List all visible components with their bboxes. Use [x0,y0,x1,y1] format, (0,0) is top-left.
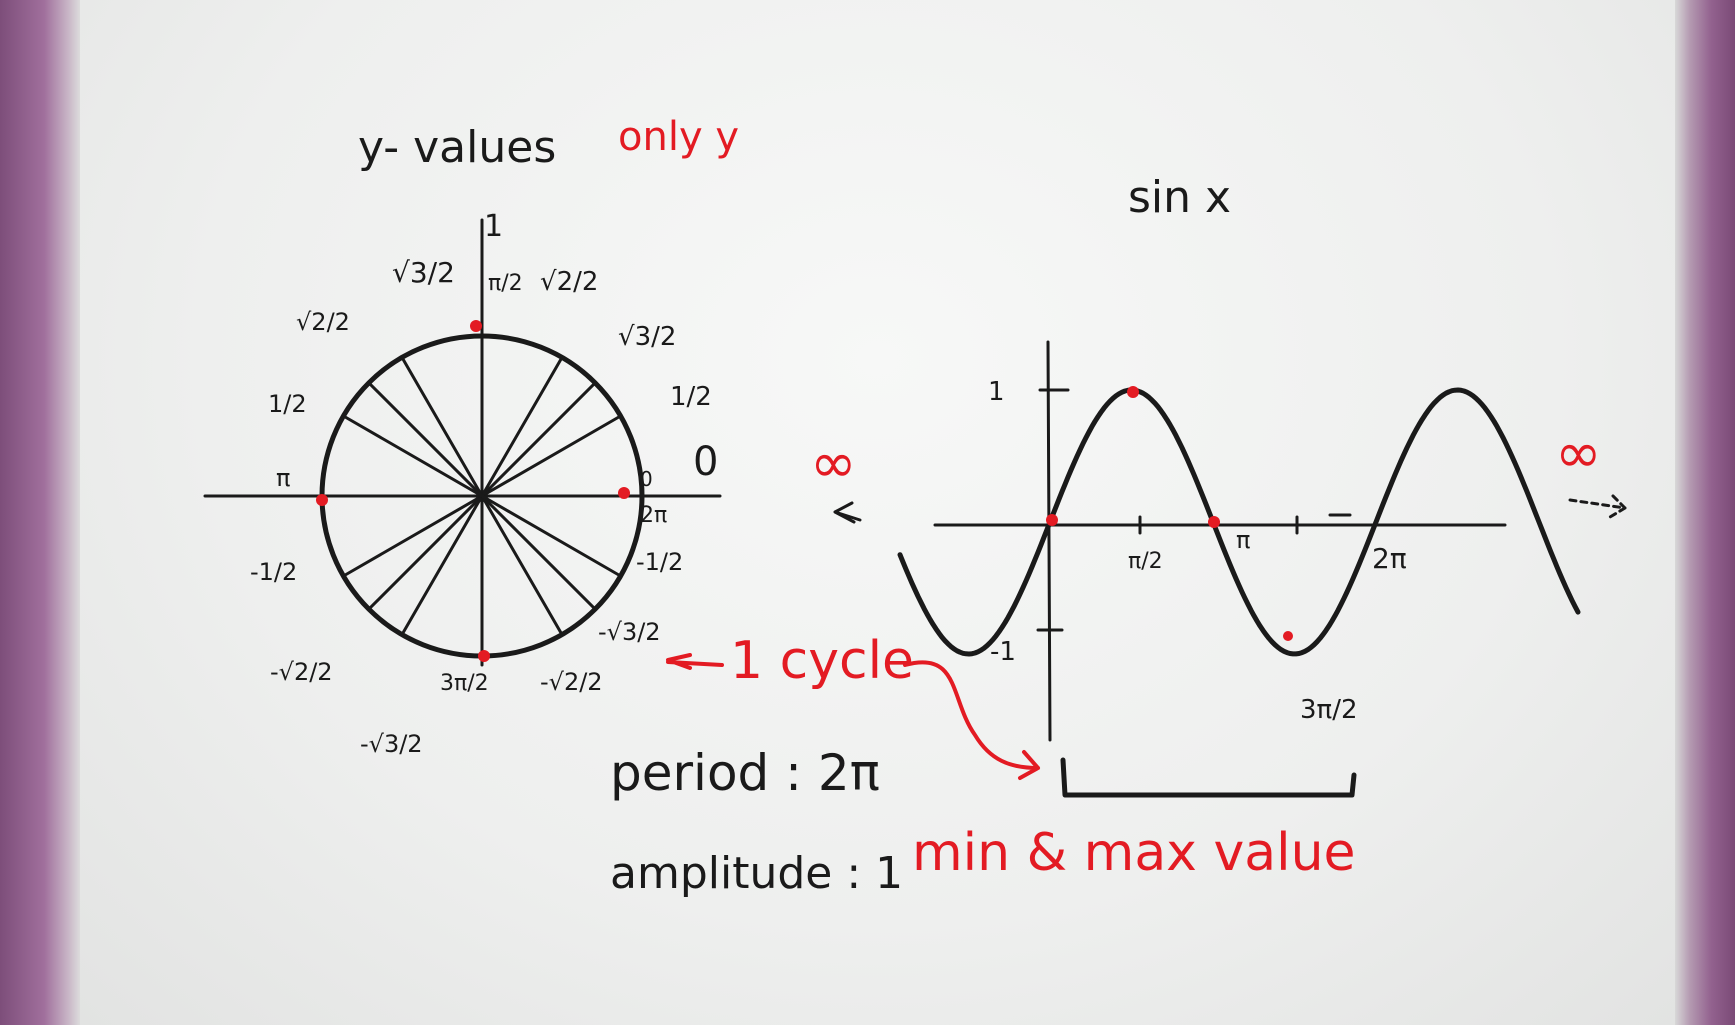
point-right [618,487,630,499]
label-right-neg: -1/2 [636,548,683,576]
sine-graph [833,340,1627,742]
point-top [470,320,482,332]
graph-title: sin x [1128,172,1231,223]
x-label-pi: π [1236,526,1250,554]
label-top: √3/2 [392,256,455,289]
cycle-pointer-arrow-icon [666,653,724,670]
label-bottom-left-1: -1/2 [250,558,297,586]
label-top-left-1: √2/2 [296,308,350,336]
y-min-label: -1 [990,637,1016,667]
point-bottom [478,650,490,662]
sine-point-zero [1046,514,1058,526]
label-left-1: 1/2 [268,390,307,418]
left-arrow-icon [833,501,862,524]
label-three-pi-half: 3π/2 [440,671,489,696]
sine-curve [897,387,1581,657]
amplitude-text: amplitude : 1 [610,848,903,899]
label-zero: 0 [640,467,653,491]
label-pi: π [276,464,290,492]
label-bottom-left-3: -√3/2 [360,730,423,758]
right-arrow-icon [1568,493,1627,519]
point-left [316,494,328,506]
x-label-three-pi-half: 3π/2 [1300,695,1358,725]
label-pi-half: π/2 [488,271,523,296]
circle-spokes [343,357,621,635]
label-bottom-left-2: -√2/2 [270,658,333,686]
graph-y-axis [1046,340,1052,742]
one-cycle-note: 1 cycle [730,631,914,691]
label-bottom-right-2: -√2/2 [540,668,603,696]
x-label-two-pi: 2π [1372,542,1407,575]
y-values-heading: y- values [358,122,556,173]
min-max-note: min & max value [912,823,1356,883]
only-y-note: only y [618,114,739,160]
top-axis-label: 1 [484,209,503,244]
whiteboard [80,0,1675,1025]
label-right-1: 1/2 [670,382,712,412]
sine-point-max [1127,386,1139,398]
label-two-pi: 2π [640,503,667,528]
period-text: period : 2π [610,744,880,802]
sine-point-min [1283,631,1293,641]
infinity-right: ∞ [1555,421,1602,486]
board-frame-right [1675,0,1735,1025]
right-zero-label: 0 [693,439,718,485]
infinity-left: ∞ [810,431,857,496]
label-top-right-2: √3/2 [618,322,676,352]
board-frame-left [0,0,80,1025]
label-bottom-right-1: -√3/2 [598,618,661,646]
cycle-arrow-icon [903,660,1040,780]
unit-circle-diagram [203,218,722,667]
x-label-pi-half: π/2 [1128,549,1163,574]
cycle-bracket [1060,757,1357,798]
circle-spoke [343,415,621,577]
y-max-label: 1 [988,377,1005,407]
label-top-right-1: √2/2 [540,267,598,297]
sine-point-pi [1208,516,1220,528]
